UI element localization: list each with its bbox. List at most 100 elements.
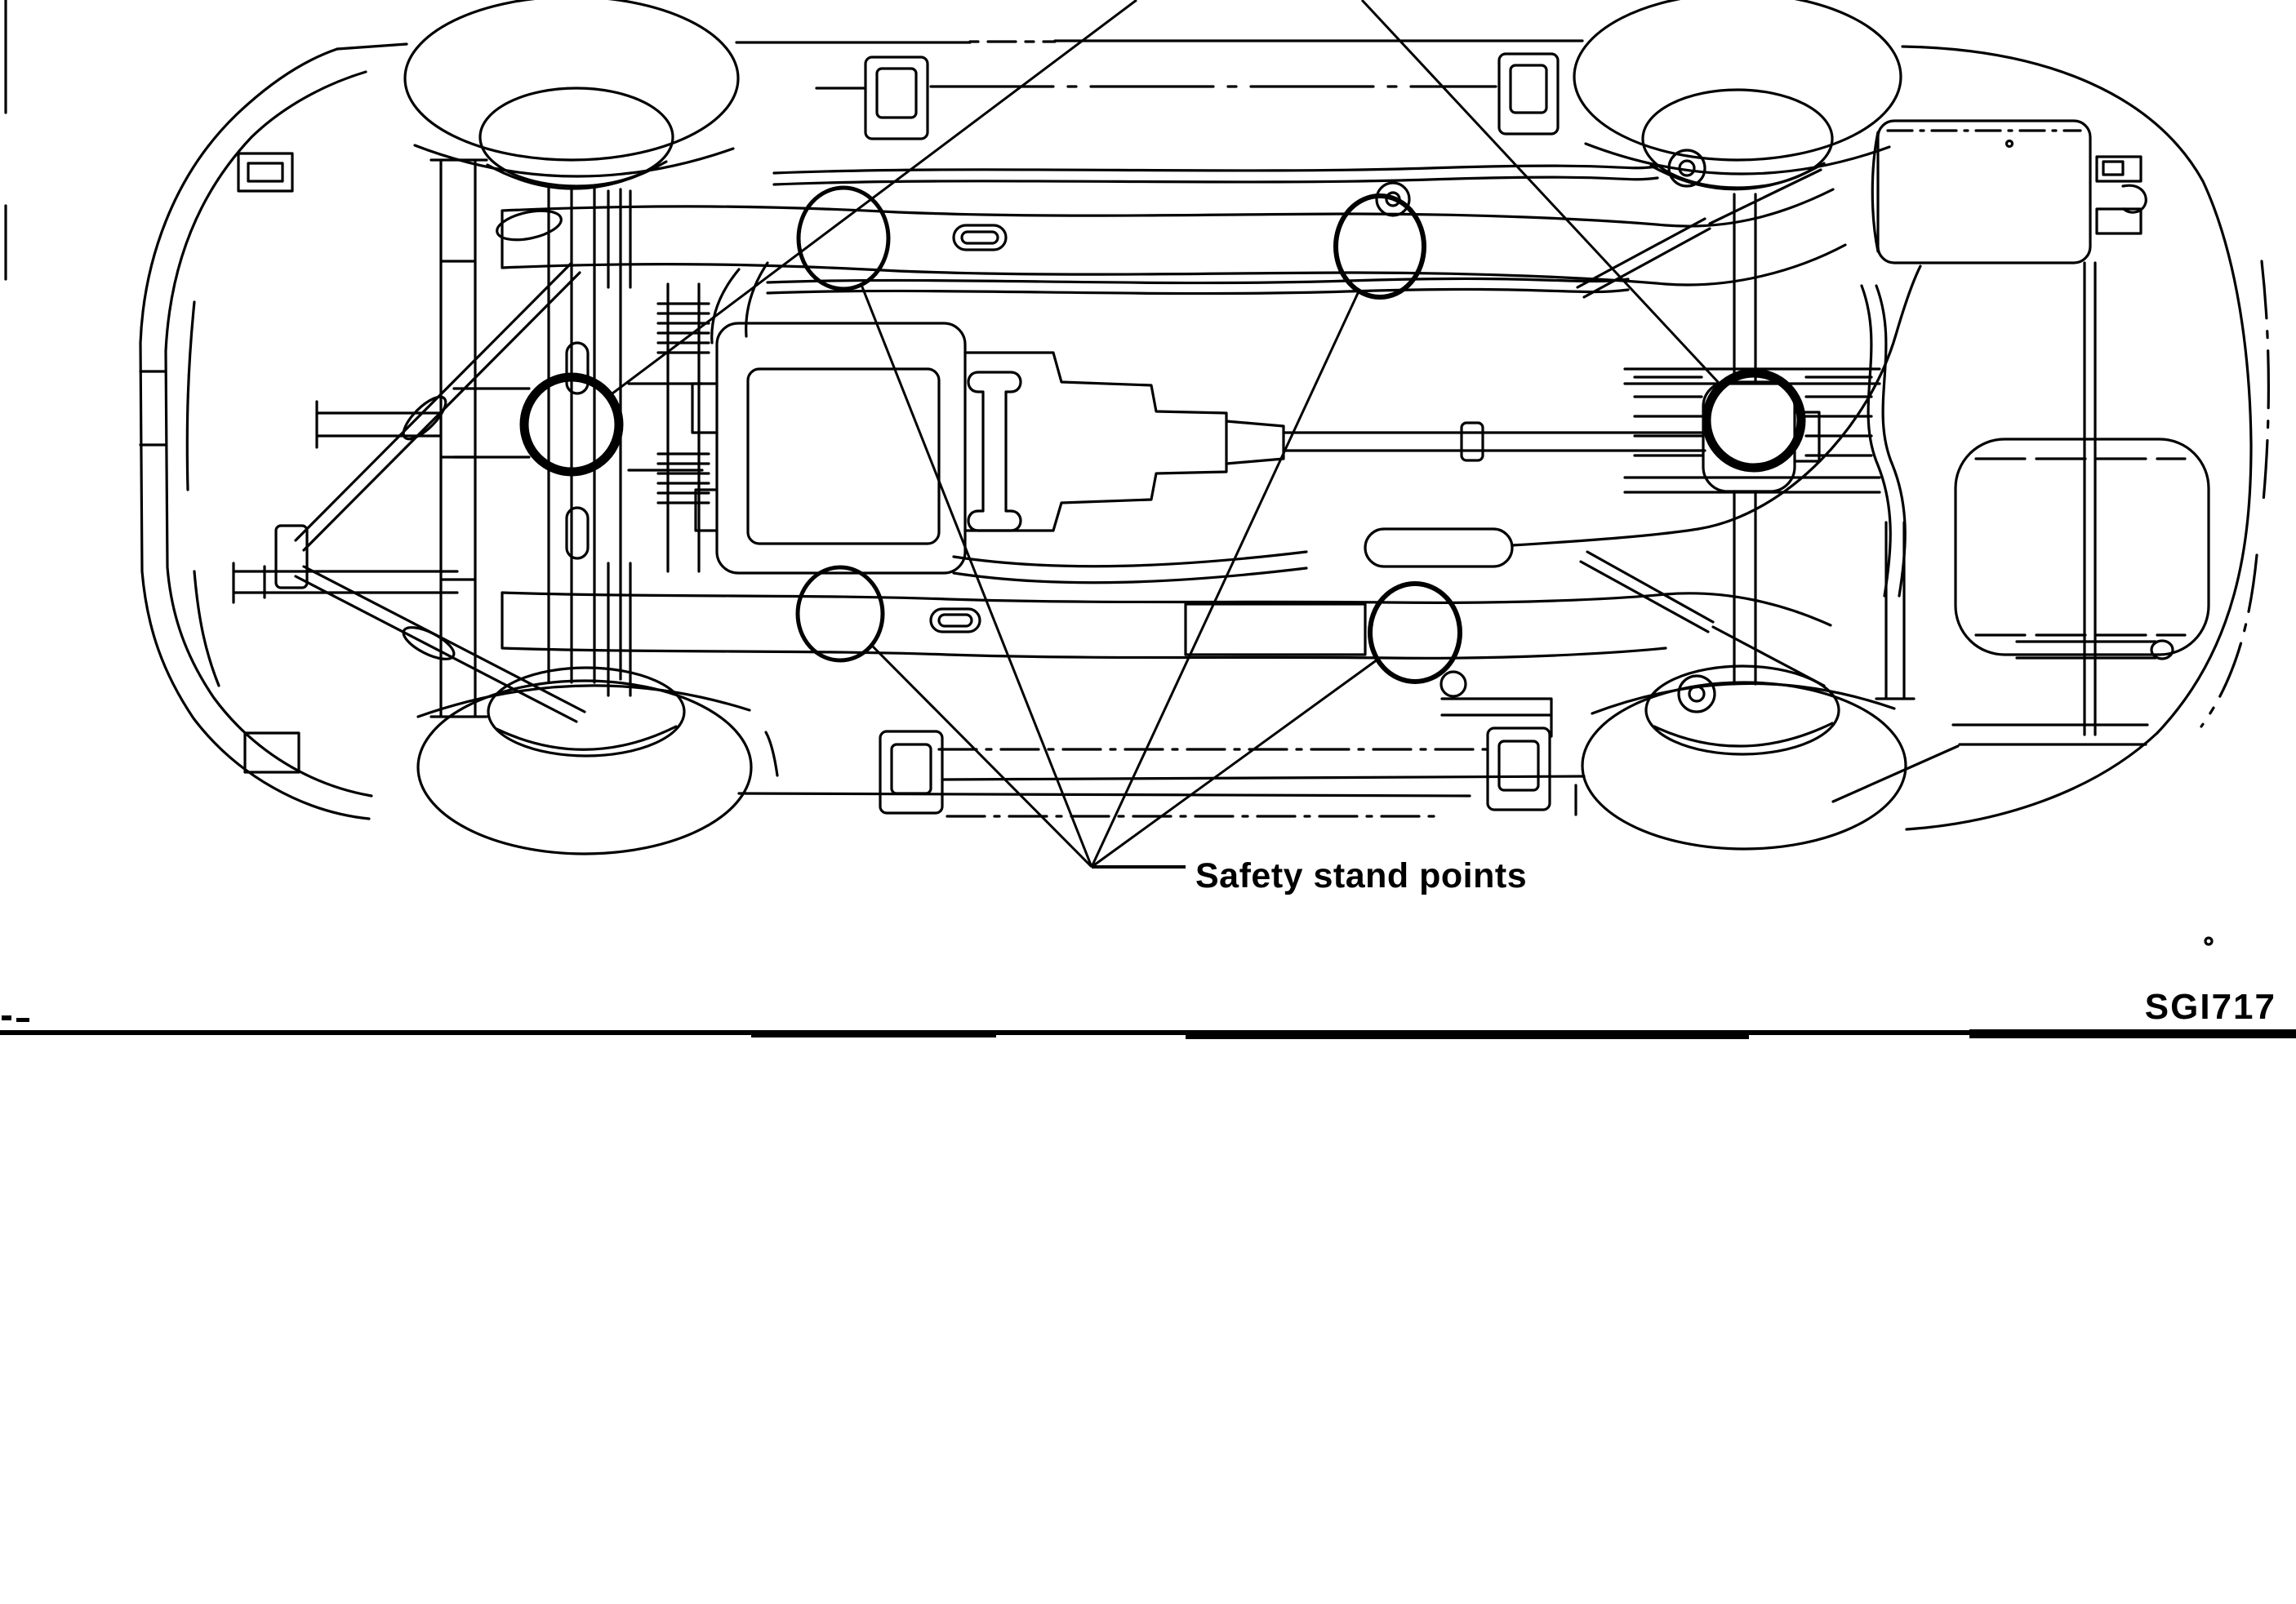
- trailing-arm-lower: [1579, 550, 1826, 687]
- upper-rail-slot-inner: [960, 230, 999, 245]
- bracket-bottom-front-inner: [890, 743, 932, 795]
- lower-rail: [501, 591, 1832, 660]
- exhaust-front-pipe: [952, 550, 1308, 584]
- line-upper: [772, 164, 1659, 186]
- page-artifacts: [4, 0, 2214, 946]
- tire: [403, 0, 740, 162]
- rim: [478, 87, 674, 188]
- leader-line-fan: [1091, 658, 1378, 869]
- rule-left-tick-2: [16, 1018, 29, 1022]
- crossmember-slot-upper: [565, 341, 590, 395]
- muffler-bracket-1-inner: [2102, 160, 2125, 176]
- engine-transmission: [691, 193, 1821, 686]
- arm-bracket: [1440, 697, 1553, 738]
- tailpipe-tip: [2150, 639, 2174, 660]
- driveshaft: [1282, 431, 1706, 452]
- line-mid: [766, 277, 1630, 295]
- stand-point-marker: [1368, 581, 1462, 684]
- strut-column: [429, 158, 488, 718]
- body-rear-bottom: [1905, 731, 2159, 831]
- bracket-bottom-front: [879, 730, 944, 815]
- rule-thick-3: [1969, 1029, 2296, 1038]
- crossmember-slot-lower: [565, 506, 590, 560]
- rule-thick-2: [1186, 1033, 1749, 1039]
- rod-slot-lower: [402, 626, 456, 660]
- sill-brackets: [864, 52, 1560, 815]
- front-bumper-face-lines: [139, 300, 220, 687]
- rail-end-oval: [496, 209, 563, 242]
- lower-rail-slot: [929, 607, 981, 633]
- rim: [1644, 664, 1840, 756]
- rule-thick-1: [751, 1032, 996, 1037]
- spare-wheel-well: [1954, 438, 2210, 656]
- rim-lip: [495, 725, 678, 751]
- shock-eye-lower: [1677, 674, 1716, 713]
- stand-point-marker: [1333, 193, 1426, 300]
- lateral-links: [1623, 367, 1881, 494]
- steering-tube: [232, 562, 459, 604]
- halfshaft: [607, 189, 632, 697]
- body-bottom-dashdot: [937, 748, 1488, 818]
- leader-line-fan: [860, 284, 1093, 868]
- rim-lip: [1653, 722, 1834, 748]
- rod-slot-upper: [402, 395, 447, 441]
- fluid-lines: [710, 164, 1659, 344]
- exhaust-mid-pipe: [1511, 264, 1922, 547]
- engine-mount-bar: [315, 400, 443, 449]
- bushing-ring: [1375, 181, 1411, 217]
- steering-rack-column: [666, 282, 701, 573]
- body-top-edge: [336, 39, 2253, 735]
- front-bumper-inner-line: [164, 70, 373, 798]
- crossmember-stripes-left: [1633, 375, 1703, 457]
- tank-protector-band: [1184, 602, 1367, 656]
- spare-well-inner-line: [1974, 457, 2187, 637]
- vertical-link: [1875, 521, 1916, 700]
- bracket-top-rear: [1497, 52, 1560, 136]
- rear-floor: [1831, 261, 2210, 803]
- front-corner-brackets: [237, 152, 300, 774]
- lower-rail-slot-inner: [937, 613, 973, 628]
- shock-eye-lower-pin: [1688, 685, 1706, 703]
- bracket-bottom-rear-inner: [1497, 740, 1540, 792]
- tire: [1581, 681, 1907, 851]
- shock-eye-upper-pin: [1678, 159, 1696, 177]
- body-bottom-edges: [737, 731, 1586, 816]
- oil-pan: [746, 367, 941, 545]
- rear-valance: [1831, 723, 2149, 803]
- bracket-top-front: [864, 56, 929, 140]
- wheel-rear-bottom: [1581, 664, 1907, 851]
- u-joint: [1460, 421, 1484, 462]
- trailing-arm-upper: [1576, 168, 1822, 299]
- front-crossmember: [547, 184, 622, 684]
- transmission-tail: [1225, 420, 1285, 465]
- transmission-bell: [963, 351, 1228, 532]
- vehicle-underbody-drawing: [4, 0, 2270, 946]
- muffler-end-bulge: [1871, 131, 1880, 253]
- body-outline: [139, 39, 2270, 831]
- resonator: [1364, 527, 1514, 568]
- muffler: [1876, 119, 2092, 264]
- rear-axle-shafts: [1733, 193, 1757, 686]
- scan-speck-1: [2005, 139, 2014, 149]
- rod-anchor-plate: [274, 524, 309, 589]
- leader-line-fan: [870, 644, 1093, 869]
- leader-line-top: [612, 0, 1137, 395]
- wheel-arch-arcs: [413, 142, 1896, 718]
- shock-eye-upper: [1667, 149, 1706, 188]
- engine-block: [715, 322, 967, 575]
- bottom-rule: [0, 1015, 2296, 1039]
- upper-rail-slot: [952, 224, 1008, 251]
- upper-rail: [501, 188, 1847, 287]
- center-bearing-bracket: [967, 371, 1022, 532]
- tire: [1573, 0, 1902, 162]
- figure-code: SGI717: [2145, 987, 2276, 1027]
- exhaust-system: [952, 119, 2174, 660]
- tension-rod-upper: [294, 261, 581, 552]
- jack-point-marker: [1702, 368, 1806, 473]
- bracket-top-front-inner: [875, 67, 918, 119]
- rim-lip: [1649, 162, 1826, 191]
- rack-boot-ribs-upper: [656, 302, 710, 354]
- body-rear-outer-line: [2200, 260, 2270, 728]
- crossmember-context-stubs: [452, 382, 704, 472]
